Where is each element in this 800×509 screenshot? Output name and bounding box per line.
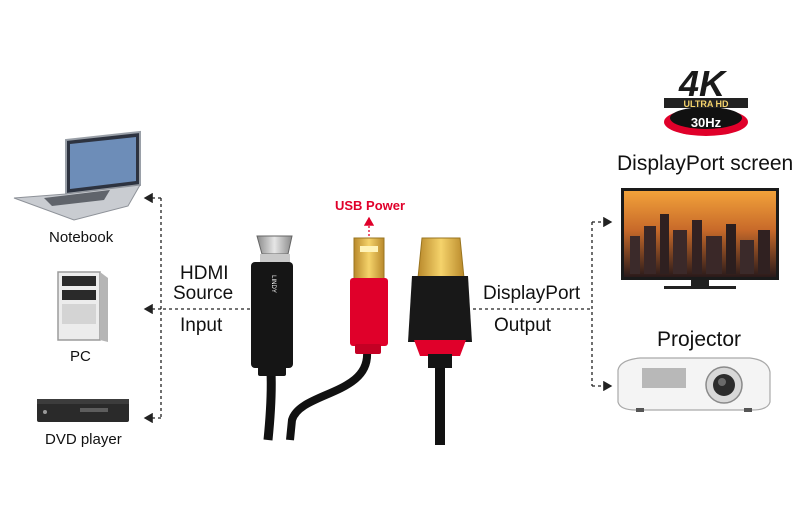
- projector-label: Projector: [657, 328, 742, 351]
- pc-label: PC: [70, 348, 91, 365]
- input-label: Input: [180, 315, 223, 336]
- 4k-ultra-hd-badge: [664, 98, 748, 136]
- right-connector-lines: [473, 216, 613, 392]
- displayport-label: DisplayPort: [483, 283, 581, 304]
- notebook-label: Notebook: [49, 229, 114, 246]
- cable-brand-logo: LINDY: [270, 275, 276, 293]
- cable-adapter: LINDY: [251, 235, 472, 445]
- output-label: Output: [494, 315, 552, 336]
- pc-icon: [57, 271, 108, 342]
- source-label: Source: [173, 283, 234, 304]
- dvd-player-label: DVD player: [45, 431, 122, 448]
- displayport-screen-label: DisplayPort screen: [617, 152, 794, 175]
- badge-frequency: 30Hz: [691, 115, 722, 130]
- projector-icon: [617, 357, 771, 412]
- dvd-player-icon: [37, 399, 129, 422]
- usb-power-label: USB Power: [335, 198, 406, 213]
- hdmi-label: HDMI: [180, 263, 229, 284]
- left-connector-lines: [143, 192, 250, 424]
- badge-4k: 4K: [678, 63, 728, 104]
- badge-ultra-hd: ULTRA HD: [684, 99, 729, 109]
- displayport-screen-icon: [621, 188, 779, 289]
- notebook-icon: [13, 130, 141, 221]
